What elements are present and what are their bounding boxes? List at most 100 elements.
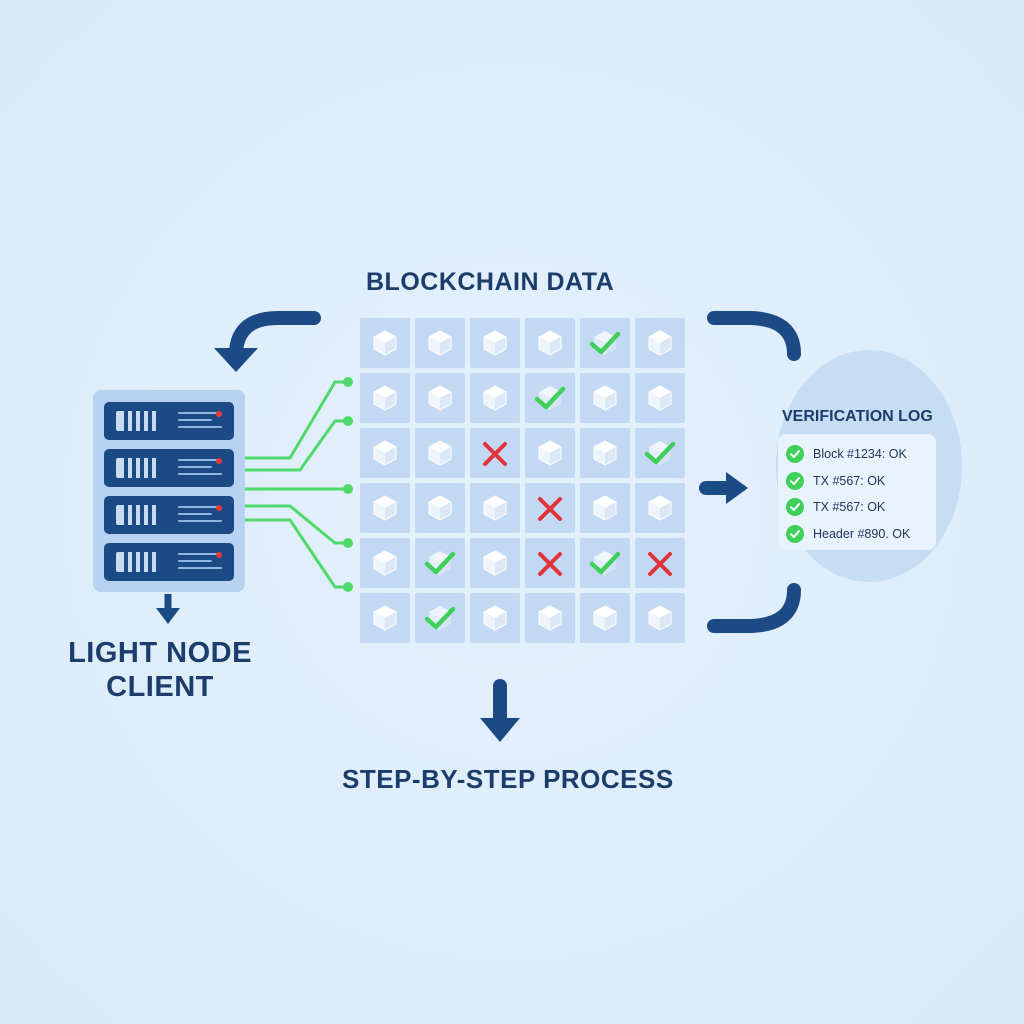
log-entry: TX #567: OK [786,471,885,491]
cube-icon [483,330,507,356]
right-arrow-icon [699,472,748,504]
block-cell [360,593,410,643]
cube-icon [483,385,507,411]
blockchain-data-grid [360,318,685,643]
cube-icon [593,385,617,411]
cross-icon [648,552,672,576]
light-node-client-label: LIGHT NODE CLIENT [60,636,260,704]
block-cell [470,373,520,423]
block-cell [635,483,685,533]
cube-icon [428,495,452,521]
cube-icon [538,605,562,631]
cube-icon [593,605,617,631]
process-down-arrow-icon [480,679,520,742]
block-cell [470,593,520,643]
server-unit [104,543,234,581]
check-circle-icon [786,524,804,543]
verification-log-panel: Block #1234: OK TX #567: OK TX #567: OK Hea… [778,434,936,550]
check-circle-icon [786,471,804,490]
block-cell [525,483,575,533]
block-cell [415,428,465,478]
light-node-server-icon [93,390,245,592]
log-entry-text: TX #567: OK [813,473,886,488]
block-cell [415,318,465,368]
block-cell [525,538,575,588]
cube-icon [593,495,617,521]
cross-icon [538,552,562,576]
block-cell [525,318,575,368]
log-entry: TX #567: OK [786,497,885,517]
cube-icon [373,440,397,466]
block-cell [470,428,520,478]
block-cell [360,318,410,368]
block-cell [525,428,575,478]
block-cell [580,593,630,643]
cube-icon [648,495,672,521]
status-led [216,552,222,558]
cube-icon [428,330,452,356]
log-entry: Header #890. OK [786,524,910,544]
cube-icon [428,440,452,466]
step-by-step-process-label: STEP-BY-STEP PROCESS [342,764,674,794]
check-circle-icon [786,498,804,516]
block-cell [580,318,630,368]
block-cell [360,483,410,533]
block-cell [470,483,520,533]
log-entry: Block #1234: OK [786,444,907,464]
cube-icon [648,330,672,356]
check-icon [589,551,621,575]
block-cell [635,373,685,423]
verification-log-title: VERIFICATION LOG [782,408,933,425]
cube-icon [373,550,397,576]
server-unit [104,402,234,440]
server-unit [104,449,234,487]
status-led [216,411,222,417]
block-cell [580,373,630,423]
check-icon [424,606,456,630]
block-cell [525,593,575,643]
block-cell [525,373,575,423]
bottom-right-bracket-icon [707,583,801,633]
check-icon [534,386,566,410]
block-cell [635,318,685,368]
block-cell [415,373,465,423]
cube-icon [373,330,397,356]
cube-icon [538,440,562,466]
block-cell [415,593,465,643]
block-cell [360,373,410,423]
block-cell [580,538,630,588]
cube-icon [483,605,507,631]
cube-icon [538,330,562,356]
client-label-line1: LIGHT NODE [68,637,252,669]
block-cell [470,318,520,368]
block-cell [415,538,465,588]
block-cell [580,428,630,478]
log-entry-text: TX #567: OK [813,500,886,514]
top-right-bracket-icon [707,311,801,361]
block-cell [635,428,685,478]
status-led [216,458,222,464]
block-cell [470,538,520,588]
cube-icon [428,385,452,411]
check-icon [589,331,621,355]
log-entry-text: Header #890. OK [813,526,911,541]
cube-icon [373,495,397,521]
server-unit [104,496,234,534]
return-arrow-icon [214,311,321,372]
cross-icon [538,497,562,521]
cube-icon [648,605,672,631]
log-entry-text: Block #1234: OK [813,447,907,461]
check-icon [644,441,676,465]
block-cell [360,538,410,588]
client-label-line2: CLIENT [106,671,214,703]
status-led [216,505,222,511]
block-cell [635,538,685,588]
cube-icon [593,440,617,466]
cube-icon [373,385,397,411]
blockchain-data-title: BLOCKCHAIN DATA [366,268,615,296]
block-cell [635,593,685,643]
block-cell [415,483,465,533]
block-cell [360,428,410,478]
check-circle-icon [786,445,804,463]
